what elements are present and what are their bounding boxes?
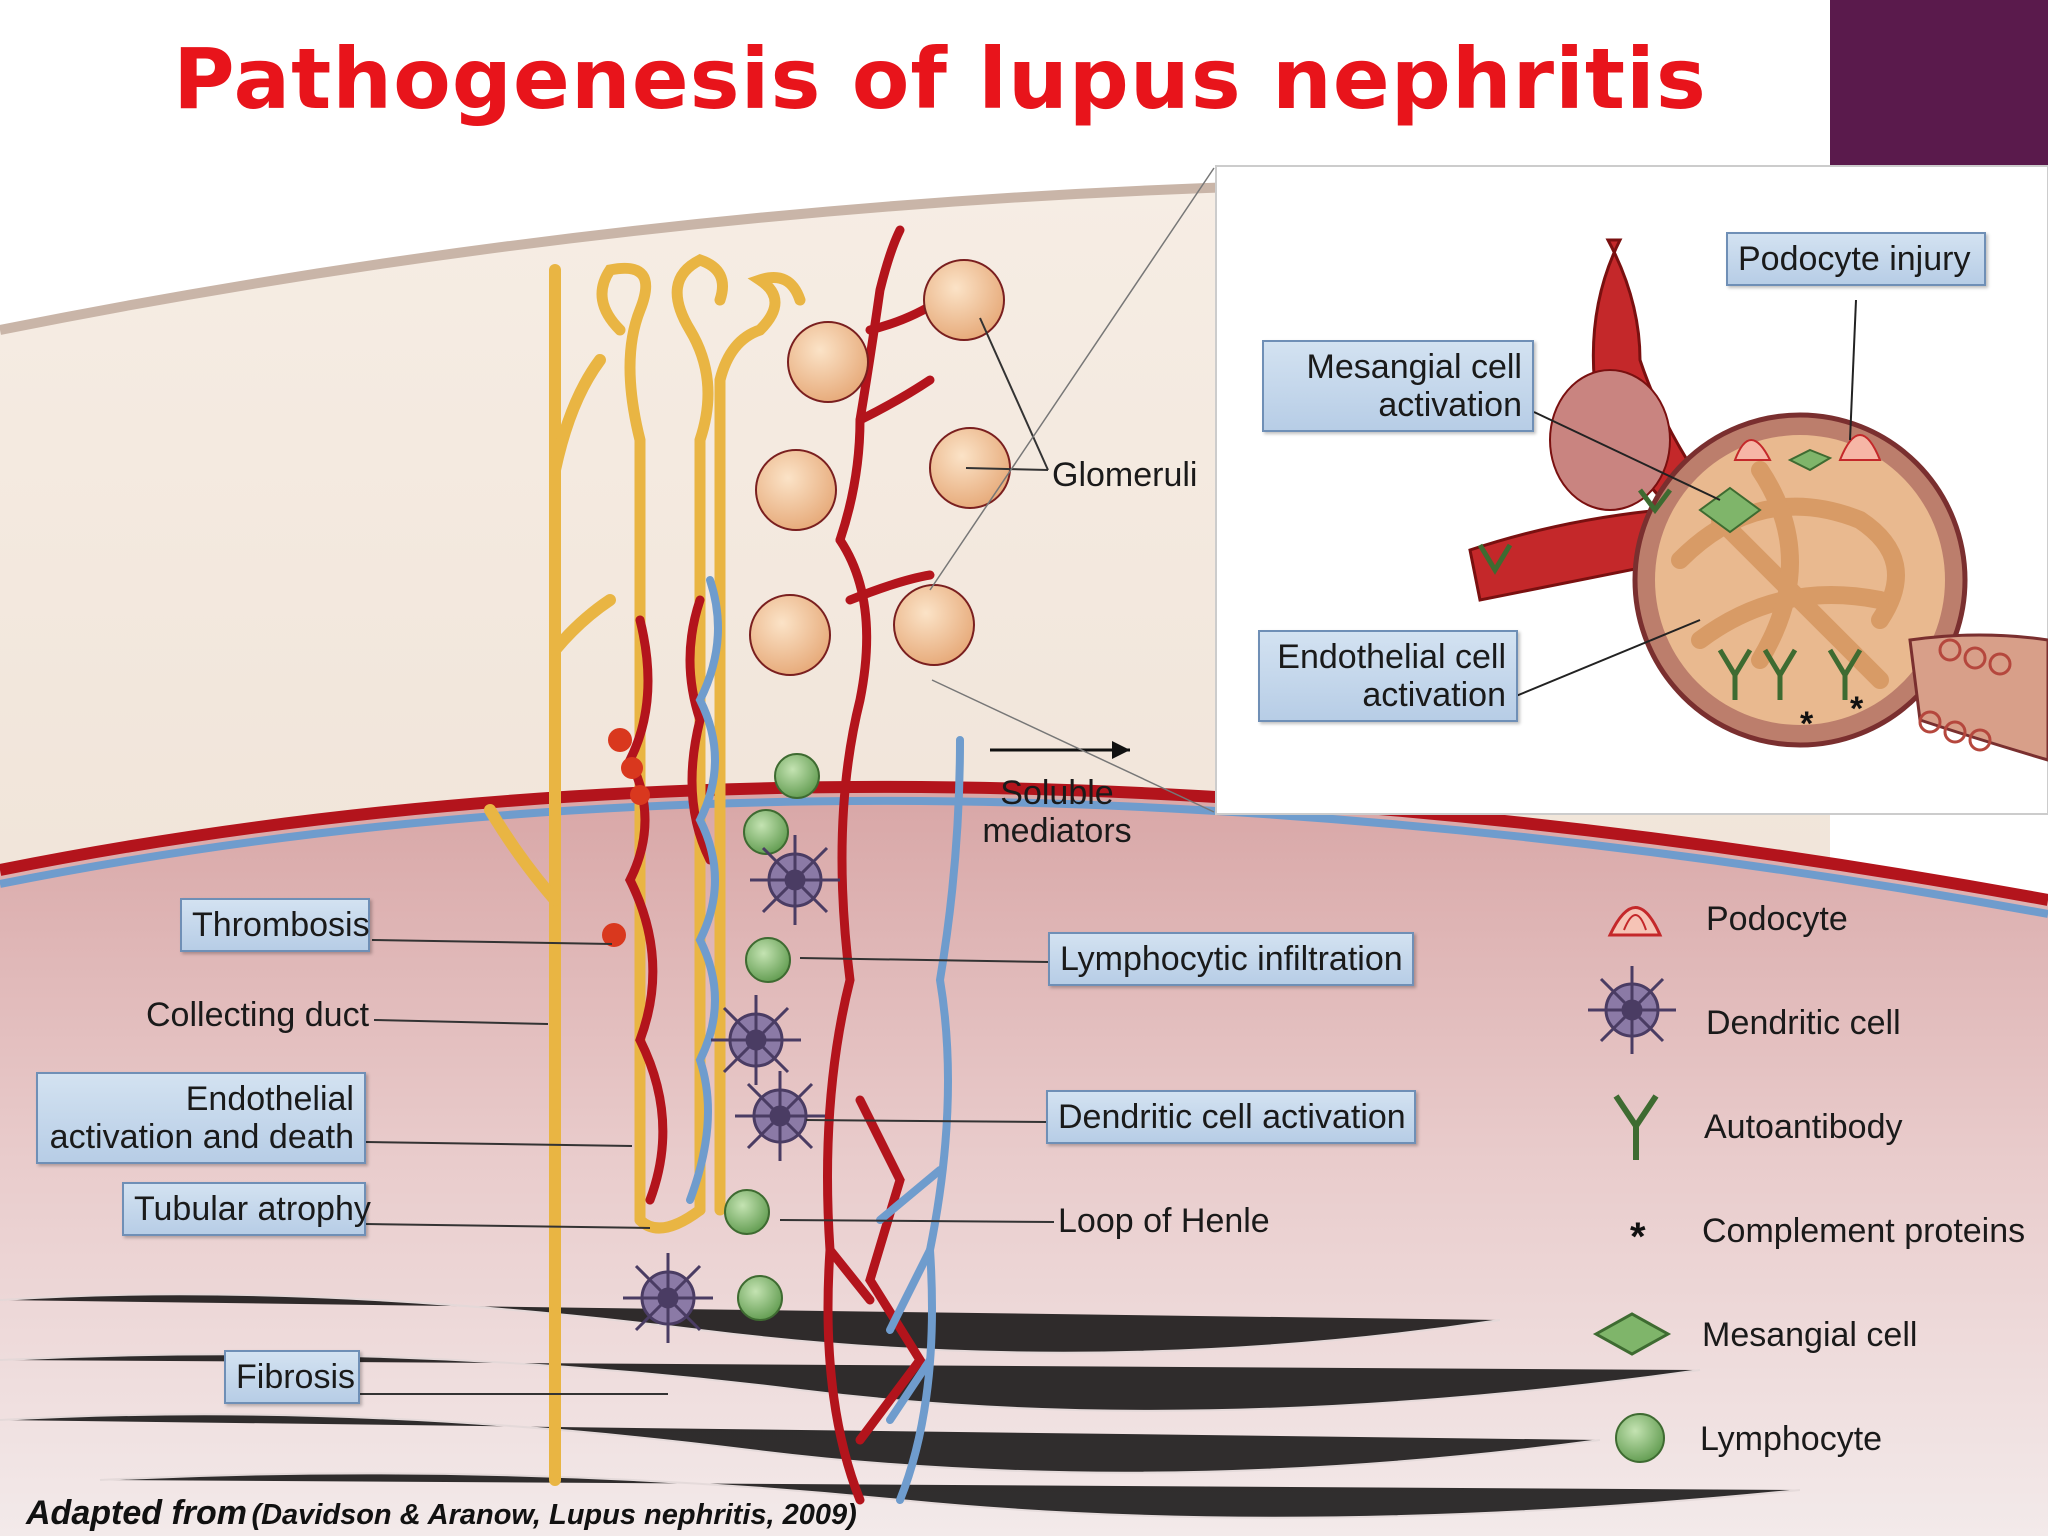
citation-source: (Davidson & Aranow, Lupus nephritis, 200… bbox=[251, 1499, 857, 1531]
slide-accent-bar-top bbox=[1830, 0, 2048, 175]
mesangial-cell-icon bbox=[1592, 1312, 1672, 1356]
dendritic-cells bbox=[623, 835, 840, 1343]
complement-icon: * bbox=[1630, 1215, 1646, 1259]
tubules bbox=[596, 254, 806, 1234]
label-dendritic-cell-activation: Dendritic cell activation bbox=[1046, 1090, 1416, 1144]
legend-label-complement: Complement proteins bbox=[1702, 1212, 2026, 1250]
legend-label-mesangial-cell: Mesangial cell bbox=[1702, 1316, 1918, 1354]
label-endothelial-cell-activation: Endothelial cell activation bbox=[1258, 630, 1518, 722]
slide-title: Pathogenesis of lupus nephritis bbox=[173, 30, 1707, 128]
thrombi bbox=[602, 728, 650, 947]
leader-lines bbox=[360, 167, 1215, 1395]
label-podocyte-injury: Podocyte injury bbox=[1726, 232, 1986, 286]
label-soluble-mediators: Soluble mediators bbox=[982, 774, 1132, 850]
legend-label-podocyte: Podocyte bbox=[1706, 900, 1848, 938]
lymphocytes bbox=[724, 753, 820, 1321]
label-lymphocytic-infiltration: Lymphocytic infiltration bbox=[1048, 932, 1414, 986]
autoantibody-icon bbox=[1613, 1094, 1659, 1160]
label-loop-of-henle: Loop of Henle bbox=[1058, 1202, 1270, 1240]
label-mesangial-cell-activation: Mesangial cell activation bbox=[1262, 340, 1534, 432]
label-thrombosis: Thrombosis bbox=[180, 898, 370, 952]
inset-glomerulus: * * bbox=[1468, 238, 2048, 762]
label-endothelial-activation: Endothelial activation and death bbox=[36, 1072, 366, 1164]
legend-label-lymphocyte: Lymphocyte bbox=[1700, 1420, 1883, 1458]
inset-leader-lines bbox=[1515, 299, 1857, 697]
legend-icons: * bbox=[1588, 906, 1676, 1463]
kidney-medulla bbox=[0, 786, 2048, 1536]
citation-prefix: Adapted from bbox=[26, 1494, 247, 1532]
label-tubular-atrophy: Tubular atrophy bbox=[122, 1182, 371, 1236]
citation: Adapted from (Davidson & Aranow, Lupus n… bbox=[26, 1494, 857, 1533]
dendritic-cell-icon bbox=[1588, 966, 1676, 1054]
arterioles bbox=[624, 225, 945, 1505]
legend-label-autoantibody: Autoantibody bbox=[1704, 1108, 1903, 1146]
complement-mark: * bbox=[1800, 705, 1814, 743]
complement-mark: * bbox=[1850, 690, 1864, 728]
legend-label-dendritic-cell: Dendritic cell bbox=[1706, 1004, 1901, 1042]
label-collecting-duct: Collecting duct bbox=[146, 996, 370, 1034]
label-fibrosis: Fibrosis bbox=[224, 1350, 360, 1404]
collecting-duct bbox=[484, 264, 616, 1486]
podocyte-icon bbox=[1607, 906, 1663, 937]
fibrosis-texture bbox=[0, 1293, 1801, 1519]
lymphocyte-icon bbox=[1615, 1413, 1665, 1463]
venules bbox=[686, 576, 964, 1504]
label-glomeruli: Glomeruli bbox=[1052, 456, 1198, 494]
